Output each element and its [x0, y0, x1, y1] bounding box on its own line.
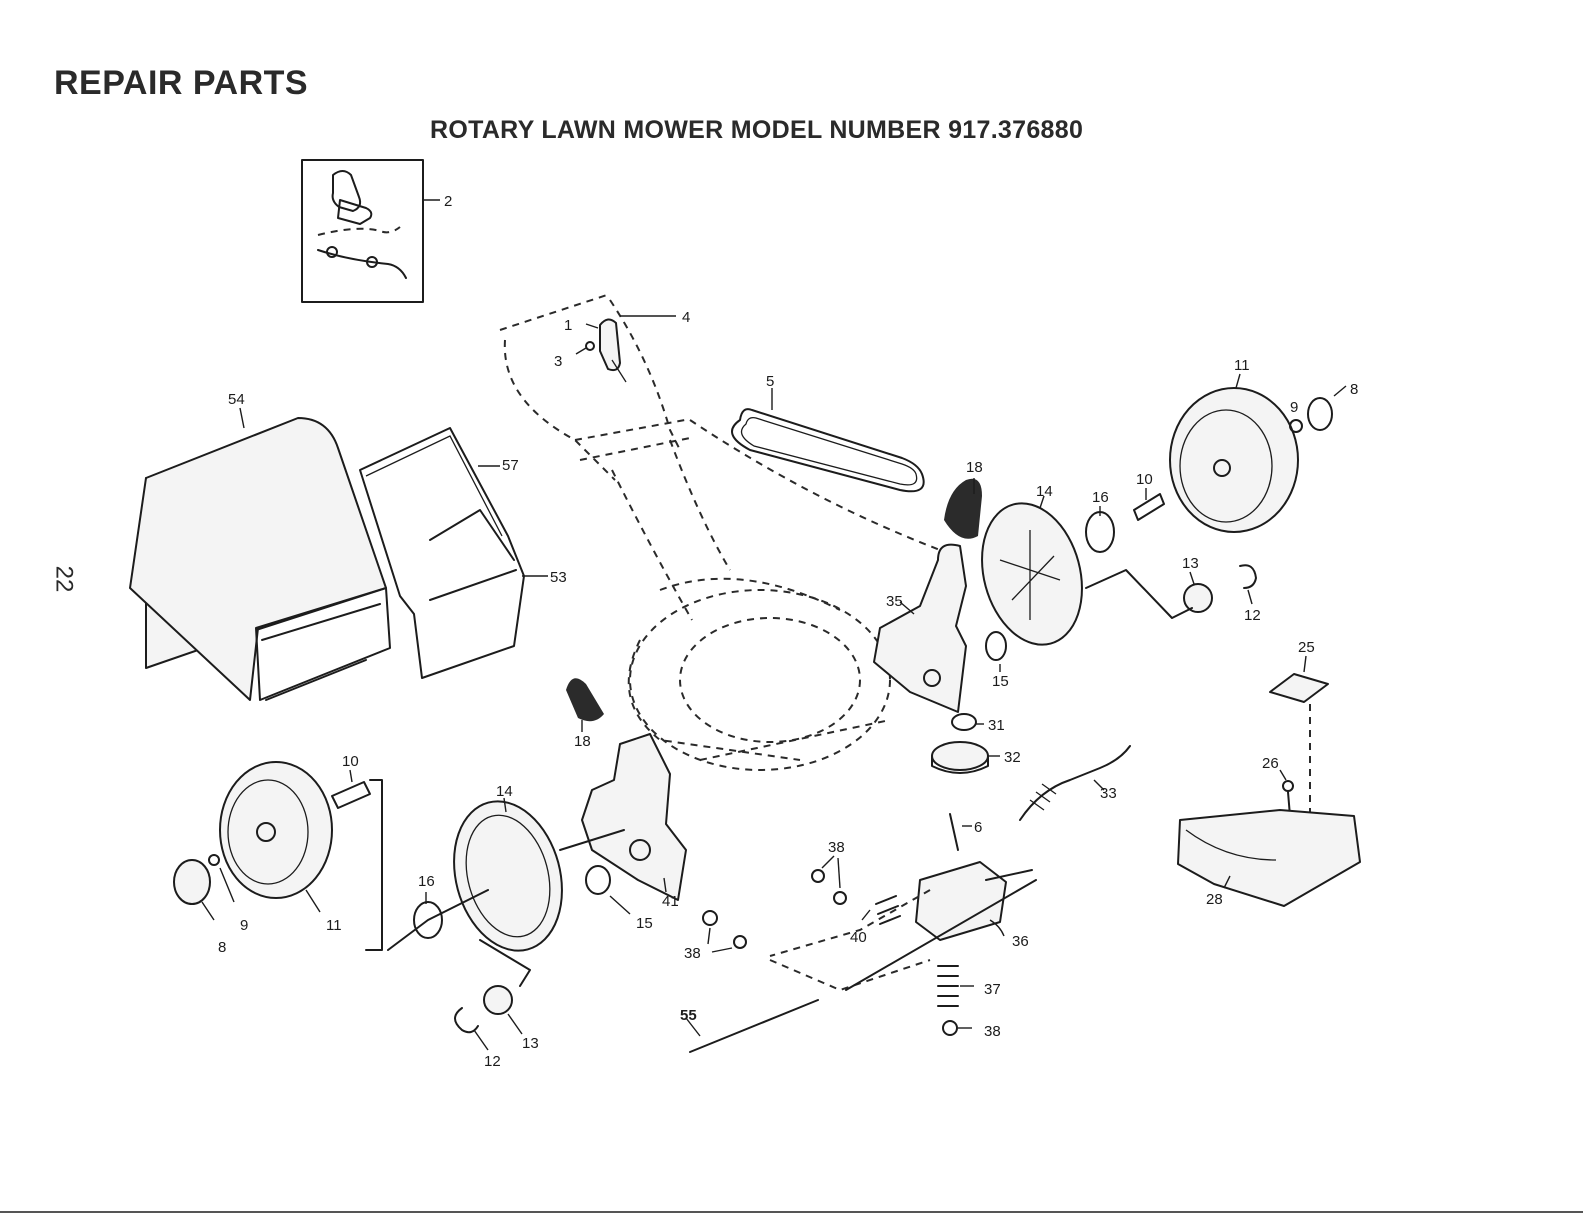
callout-16-lower: 16 [418, 873, 435, 890]
callout-40: 40 [850, 929, 867, 946]
callout-3: 3 [554, 353, 562, 370]
callout-26: 26 [1262, 755, 1279, 772]
deck-dashed-outline [629, 579, 890, 770]
callout-28: 28 [1206, 891, 1223, 908]
part-15-washer-right [986, 632, 1006, 672]
callout-14-upper: 14 [1036, 483, 1053, 500]
callout-10-lower: 10 [342, 753, 359, 770]
part-55-axle-rod [686, 1000, 818, 1052]
callout-15-lower: 15 [636, 915, 653, 932]
callout-5: 5 [766, 373, 774, 390]
callout-12-lower: 12 [484, 1053, 501, 1070]
callout-57: 57 [502, 457, 519, 474]
callout-18-upper: 18 [966, 459, 983, 476]
bottom-rule [0, 1211, 1583, 1213]
callout-32: 32 [1004, 749, 1021, 766]
callout-10-upper: 10 [1136, 471, 1153, 488]
callout-31: 31 [988, 717, 1005, 734]
callout-6: 6 [974, 819, 982, 836]
callout-8-lower: 8 [218, 939, 226, 956]
callout-2: 2 [444, 193, 452, 210]
callout-9-upper: 9 [1290, 399, 1298, 416]
part-35-height-adjuster-right [874, 545, 966, 712]
callout-41: 41 [662, 893, 679, 910]
callout-13-lower: 13 [522, 1035, 539, 1052]
callout-15-upper: 15 [992, 673, 1009, 690]
callout-38-c: 38 [984, 1023, 1001, 1040]
callout-55: 55 [680, 1007, 697, 1024]
part-15-washer-left [586, 866, 630, 914]
callout-25: 25 [1298, 639, 1315, 656]
callout-38-a: 38 [828, 839, 845, 856]
callout-9-lower: 9 [240, 917, 248, 934]
callout-35: 35 [886, 593, 903, 610]
callout-33: 33 [1100, 785, 1117, 802]
part-2-control-cable-inset [302, 160, 440, 302]
callout-11-upper: 11 [1234, 357, 1250, 374]
callout-1: 1 [564, 317, 572, 334]
part-41-height-adjuster-left [560, 734, 686, 900]
part-54-grass-bag [130, 408, 390, 700]
callout-18-lower: 18 [574, 733, 591, 750]
part-14-wheel-disc-right [967, 492, 1097, 656]
callout-38-b: 38 [684, 945, 701, 962]
callout-14-lower: 14 [496, 783, 513, 800]
upper-right-gear-assembly [1086, 565, 1256, 618]
part-5-belt [732, 388, 924, 491]
callout-53: 53 [550, 569, 567, 586]
upper-right-wheel-assembly [1086, 374, 1346, 552]
callout-11-lower: 11 [326, 917, 342, 934]
callout-8-upper: 8 [1350, 381, 1358, 398]
callout-13-upper: 13 [1182, 555, 1199, 572]
callout-37: 37 [984, 981, 1001, 998]
callout-36: 36 [1012, 933, 1029, 950]
transmission-assembly [703, 856, 1036, 1035]
callout-54: 54 [228, 391, 245, 408]
callout-12-upper: 12 [1244, 607, 1261, 624]
callout-4: 4 [682, 309, 690, 326]
part-14-wheel-disc-left [438, 789, 578, 963]
discharge-chute-assembly [1178, 656, 1360, 906]
part-57-53-bag-frame [360, 428, 548, 678]
callout-16-upper: 16 [1092, 489, 1109, 506]
